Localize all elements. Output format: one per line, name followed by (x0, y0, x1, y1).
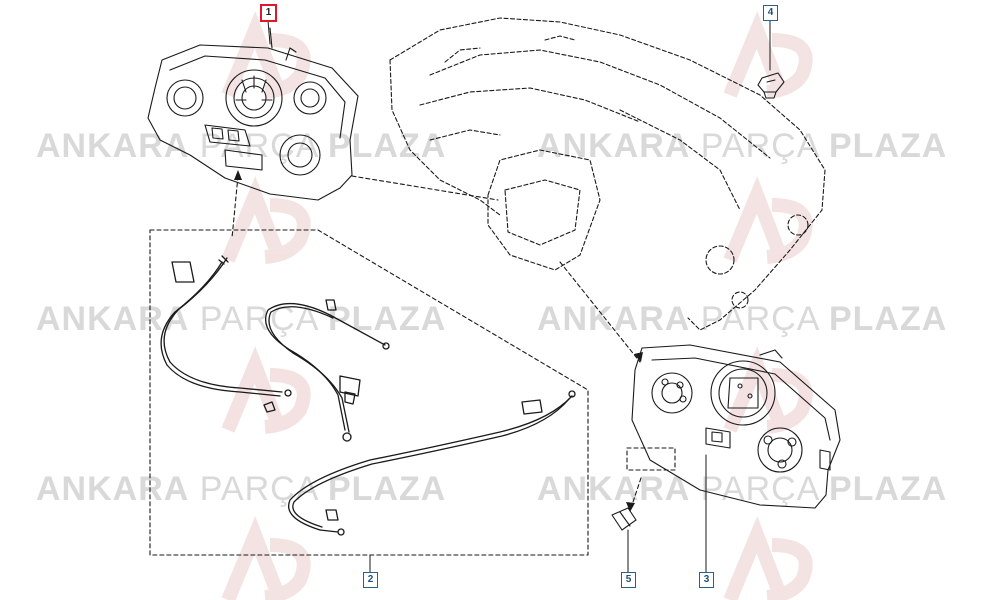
watermark-logo-icon (723, 176, 813, 264)
watermark-text: ANKARA PARÇA PLAZA (537, 127, 947, 166)
leader-lines (231, 175, 642, 509)
watermark-logo-icon (221, 176, 311, 264)
callout-1[interactable]: 1 (260, 4, 277, 22)
watermark-word: PLAZA (327, 470, 447, 508)
callout-3[interactable]: 3 (699, 572, 714, 588)
watermark-word: PARÇA (700, 300, 819, 338)
watermark-word: PARÇA (199, 470, 318, 508)
dashboard-outline (389, 17, 826, 331)
watermark-word: PARÇA (700, 127, 819, 165)
watermark-text: ANKARA PARÇA PLAZA (537, 300, 947, 339)
watermark-word: ANKARA (537, 127, 691, 165)
watermark-word: PARÇA (700, 470, 819, 508)
bulb-part-5[interactable] (611, 507, 637, 531)
watermark-word: ANKARA (537, 300, 691, 338)
fastener-part-4[interactable] (757, 72, 785, 99)
watermark-word: PLAZA (327, 127, 447, 165)
cable-set-group-frame (149, 229, 676, 556)
callout-4[interactable]: 4 (763, 5, 778, 21)
watermark-logo-icon (723, 516, 813, 600)
watermark-word: ANKARA (36, 470, 190, 508)
callout-leaders (267, 20, 771, 573)
watermark-logo-icon (221, 346, 311, 434)
watermark-word: PLAZA (327, 300, 447, 338)
watermark-logo-icon (221, 516, 311, 600)
watermark-word: ANKARA (537, 470, 691, 508)
watermark-word: PLAZA (828, 300, 948, 338)
watermark-text: ANKARA PARÇA PLAZA (36, 300, 446, 339)
heater-control-panel-part-1[interactable] (147, 27, 359, 201)
callout-5[interactable]: 5 (621, 572, 636, 588)
watermark-word: PARÇA (199, 300, 318, 338)
control-cables-part-2[interactable] (160, 255, 576, 536)
leader-arrows (234, 170, 643, 512)
callout-2[interactable]: 2 (363, 572, 378, 588)
watermark-text: ANKARA PARÇA PLAZA (36, 470, 446, 509)
watermark-text: ANKARA PARÇA PLAZA (537, 470, 947, 509)
watermark-text: ANKARA PARÇA PLAZA (36, 127, 446, 166)
watermark-word: PLAZA (828, 470, 948, 508)
watermark-logo-icon (221, 11, 311, 99)
climate-control-panel-part-3[interactable] (631, 344, 841, 509)
watermark-word: PLAZA (828, 127, 948, 165)
watermark-logo-icon (723, 11, 813, 99)
watermark-word: ANKARA (36, 127, 190, 165)
watermark-word: PARÇA (199, 127, 318, 165)
